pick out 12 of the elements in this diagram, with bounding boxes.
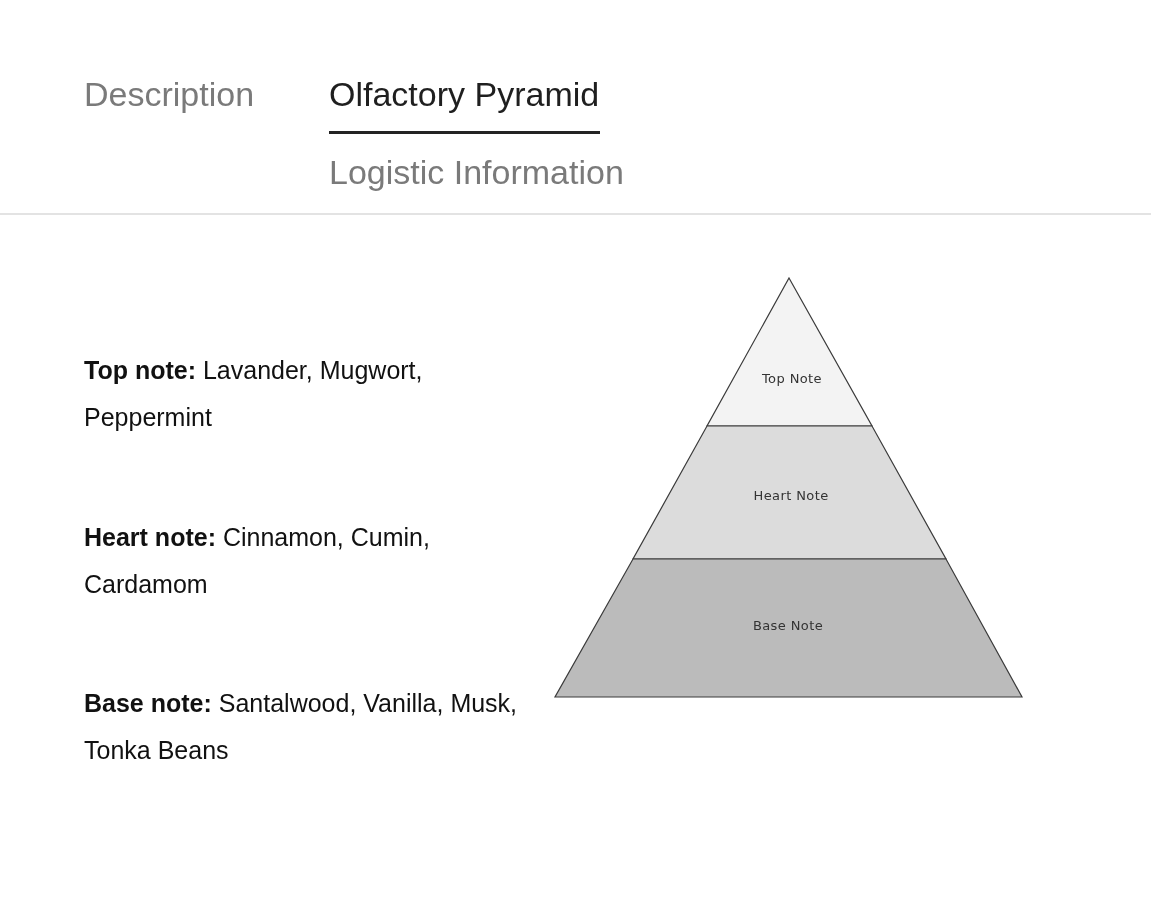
tier-label: Base Note	[752, 618, 824, 634]
tab: Description	[84, 74, 256, 114]
note-text: Base note: Santalwood, Vanilla, Musk, Tonka Beans	[84, 688, 519, 766]
tab: Logistic Information	[329, 152, 625, 192]
tier-label: Heart Note	[753, 488, 829, 504]
note-text: Top note: Lavander, Mugwort, Peppermint	[84, 355, 424, 433]
tier-label: Top Note	[762, 371, 822, 387]
pyramid-tier	[555, 559, 1022, 697]
tab: Olfactory Pyramid	[329, 74, 601, 134]
pyramid-tier	[633, 426, 946, 559]
note-text: Heart note: Cinnamon, Cumin, Cardamom	[84, 522, 431, 600]
pyramid-tier	[707, 278, 872, 426]
